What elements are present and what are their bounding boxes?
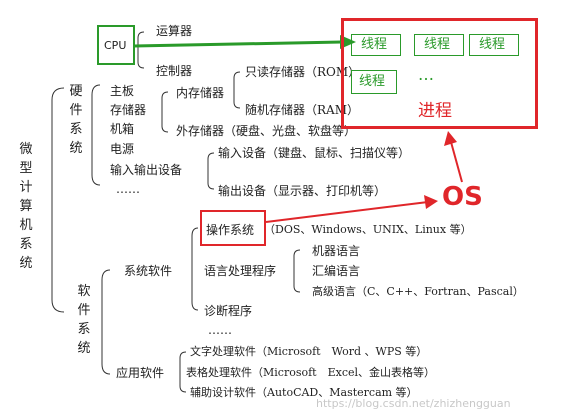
high-level-language-label: 高级语言（C、C++、Fortran、Pascal） [312,285,524,298]
application-software-label: 应用软件 [116,366,165,380]
alu-label: 运算器 [156,24,193,38]
process-box [341,18,538,129]
cad-label: 辅助设计软件（AutoCAD、Mastercam 等） [190,386,418,399]
storage-label: 存储器 [110,103,147,117]
mainboard-label: 主板 [110,84,135,98]
cpu-highlight-box [97,25,135,65]
os-examples-label: （DOS、Windows、UNIX、Linux 等） [264,223,472,236]
software-ellipsis: …… [208,323,232,337]
thread-box-4 [351,70,397,94]
hardware-label: 硬件系统 [69,84,83,156]
input-devices-label: 输入设备（键盘、鼠标、扫描仪等） [218,146,411,160]
thread-label-3: 线程 [479,37,506,52]
thread-box-1 [351,34,401,56]
external-memory-label: 外存储器（硬盘、光盘、软盘等） [176,124,357,138]
word-processing-label: 文字处理软件（Microsoft Word 、WPS 等） [190,345,428,358]
machine-language-label: 机器语言 [312,244,361,258]
watermark: https://blog.csdn.net/zhizhengguan [316,397,511,410]
diagnostic-label: 诊断程序 [204,304,253,318]
software-label: 软件系统 [77,284,91,356]
spreadsheet-label: 表格处理软件（Microsoft Excel、金山表格等） [186,366,436,379]
internal-memory-label: 内存储器 [176,86,225,100]
power-label: 电源 [110,142,135,156]
process-arrow [450,141,463,183]
root-label: 微型计算机系统 [19,142,33,271]
os-label: 操作系统 [206,223,255,237]
rom-label: 只读存储器（ROM） [245,65,361,79]
os-highlight-box [200,210,266,246]
assembly-language-label: 汇编语言 [312,264,361,278]
cpu-arrow [133,40,343,48]
thread-ellipsis: … [418,65,435,84]
thread-label-4: 线程 [359,74,386,89]
system-software-label: 系统软件 [124,264,173,278]
os-arrow [265,201,429,223]
language-processor-label: 语言处理程序 [204,264,277,278]
case-label: 机箱 [110,122,135,136]
cpu-label: CPU [104,39,127,52]
ram-label: 随机存储器（RAM） [245,103,359,117]
process-label: 进程 [418,101,452,121]
os-big-label: OS [442,182,483,212]
output-devices-label: 输出设备（显示器、打印机等） [218,184,387,198]
thread-label-1: 线程 [361,37,388,52]
thread-label-2: 线程 [424,37,451,52]
thread-box-2 [414,34,464,56]
thread-box-3 [469,34,519,56]
controller-label: 控制器 [156,64,193,78]
hardware-ellipsis: …… [116,182,140,196]
io-devices-label: 输入输出设备 [110,163,183,177]
